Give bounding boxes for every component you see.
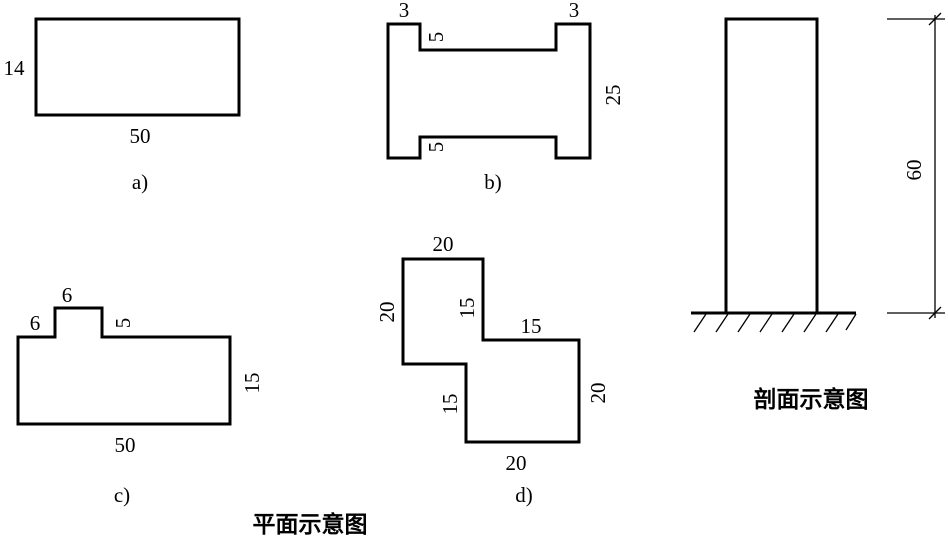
plan-title: 平面示意图 (253, 511, 368, 538)
figure-a: 14 50 a) (4, 17, 241, 194)
figure-c-stepped-shape (16, 306, 232, 426)
figure-d-bottom-label: 20 (506, 451, 527, 475)
figure-d-middle-label: 15 (521, 314, 542, 338)
section-height-label: 60 (902, 160, 926, 181)
figure-a-width-label: 50 (130, 124, 151, 148)
section-title: 剖面示意图 (754, 386, 869, 413)
figure-d-inner-lower-label: 15 (438, 394, 462, 415)
figure-d-left-label: 20 (375, 302, 399, 323)
figure-a-caption: a) (132, 170, 148, 194)
figure-c-step-top-label: 6 (62, 283, 73, 307)
figure-b-flange-left-label: 3 (399, 0, 410, 22)
figure-a-height-label: 14 (4, 56, 26, 80)
ground-hatching (693, 313, 857, 333)
figure-a-rectangle (34, 17, 241, 117)
figure-b-i-shape (386, 22, 592, 160)
figure-b: 3 3 5 5 25 b) (386, 0, 625, 194)
figure-b-flange-right-label: 3 (569, 0, 580, 22)
figure-b-caption: b) (484, 170, 502, 194)
figure-d: 20 20 15 15 15 20 20 d) (375, 232, 610, 507)
figure-c-step-height-label: 5 (111, 318, 135, 329)
figure-d-inner-upper-label: 15 (455, 298, 479, 319)
figure-b-height-label: 25 (601, 85, 625, 106)
figure-d-caption: d) (515, 483, 533, 507)
figure-d-top-label: 20 (433, 232, 454, 256)
figure-b-notch-top-label: 5 (424, 32, 448, 43)
section-view: 60 剖面示意图 (691, 12, 945, 413)
figure-c-height-label: 15 (240, 373, 264, 394)
figure-c-width-label: 50 (115, 433, 136, 457)
figure-c-step-left-label: 6 (30, 311, 41, 335)
figure-d-z-shape (401, 257, 581, 444)
figure-d-right-label: 20 (586, 383, 610, 404)
section-dimension-line (887, 12, 945, 320)
figure-c: 6 6 5 15 50 c) (16, 283, 264, 507)
figure-b-notch-bottom-label: 5 (424, 142, 448, 153)
figure-c-caption: c) (114, 483, 130, 507)
section-column (724, 17, 819, 313)
